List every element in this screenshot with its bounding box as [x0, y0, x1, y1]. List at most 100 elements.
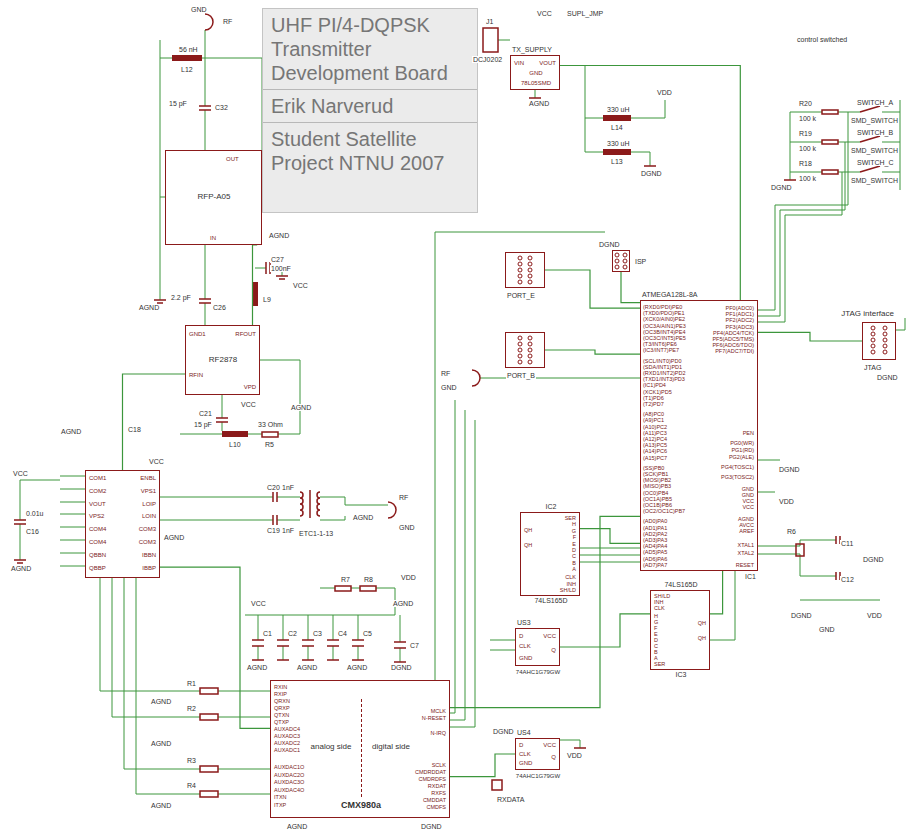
- net-label: R19: [798, 130, 813, 137]
- component-symbol: [822, 170, 838, 174]
- pin-name: A: [654, 656, 658, 662]
- flip-flop-chip: US3DCLKGNDVCCQ74AHC1G79GW: [515, 628, 560, 666]
- net-label: R4: [186, 782, 197, 789]
- header-pin: [615, 259, 619, 263]
- component-symbol: [14, 106, 277, 525]
- net-label: VCC: [292, 282, 309, 289]
- pin-name: MCLK: [431, 709, 446, 715]
- net-label: AGND: [352, 514, 374, 521]
- pin-name: VIN: [514, 60, 524, 66]
- pin-name: E: [654, 632, 658, 638]
- flip-flop-chip: US4DCLKGNDVCCQ74AHC1G79GW: [515, 738, 560, 770]
- net-label: R8: [363, 576, 374, 583]
- header-pin: [883, 326, 887, 330]
- inductor-symbol: [603, 149, 631, 155]
- part-name: CMX980a: [341, 801, 381, 810]
- header-pin: [518, 342, 522, 346]
- net-label: C19: [266, 527, 281, 534]
- pin-name: VOUT: [539, 60, 556, 66]
- header-pin: [883, 344, 887, 348]
- pin-name: PF1(ADC1): [726, 312, 754, 318]
- pin-name: (T1)PD6: [643, 396, 664, 402]
- header-pin: [623, 259, 627, 263]
- part-name: PORT_B: [506, 372, 536, 379]
- pin-name: (A13)PC5: [643, 443, 667, 449]
- pin-name: CLK: [565, 575, 576, 581]
- header-pin: [883, 350, 887, 354]
- pin-name: AUXADC3: [274, 734, 300, 740]
- net-label: 330 uH: [606, 140, 631, 147]
- part-name: IC1: [744, 573, 757, 580]
- net-label: DGND: [778, 466, 801, 473]
- pin-name: XTAL1: [738, 543, 754, 549]
- pin-name: E: [572, 542, 576, 548]
- net-label: 33 Ohm: [257, 421, 284, 428]
- pin-name: QH: [698, 636, 706, 642]
- header-pin: [528, 336, 532, 340]
- net-label: AGND: [60, 428, 82, 435]
- pin-name: (A10)PC2: [643, 425, 667, 431]
- net-label: VDD: [778, 498, 795, 505]
- amplifier-chip: RF2878RFINRFOUTGND1VPD: [185, 325, 260, 395]
- divider-line: [361, 699, 362, 797]
- pin-name: D: [654, 638, 658, 644]
- net-label: AGND: [10, 565, 32, 572]
- component-symbol: [822, 110, 838, 114]
- pin-name: XTAL2: [738, 551, 754, 557]
- part-name: JTAG interface: [840, 310, 895, 318]
- component-symbol: [300, 490, 320, 518]
- pin-name: PF3(ADC3): [726, 325, 754, 331]
- net-label: AGND: [296, 664, 318, 671]
- net-label: C4: [337, 630, 348, 637]
- signal-wire: [253, 245, 258, 325]
- pin-name: AUXADC2: [274, 741, 300, 747]
- pin-name: (OC3C/INT5)PE5: [643, 336, 686, 342]
- component-symbol: [796, 544, 804, 556]
- part-name: US3: [516, 619, 532, 626]
- pin-name: IN: [210, 235, 216, 241]
- pin-header: PORT_B: [505, 332, 545, 368]
- pin-name: B: [654, 650, 658, 656]
- pin-name: SH/LD: [560, 588, 576, 594]
- signal-wire: [545, 350, 640, 354]
- header-pin: [871, 332, 875, 336]
- header-pin: [528, 348, 532, 352]
- net-wire: [20, 476, 85, 566]
- header-pin: [615, 265, 619, 269]
- pin-name: (TXD0/PDO)PE1: [643, 311, 685, 317]
- pin-name: CMDFS: [426, 805, 446, 811]
- header-pin: [518, 354, 522, 358]
- pin-name: (SDA/INT1)PD1: [643, 365, 682, 371]
- net-label: GND: [398, 524, 416, 531]
- net-label: R7: [340, 576, 351, 583]
- part-name: TX_SUPPLY: [511, 46, 553, 53]
- pin-name: CMDRDDAT: [415, 770, 446, 776]
- pin-name: (AD0)PA0: [643, 519, 667, 525]
- pin-name: IBBP: [142, 565, 156, 571]
- header-pin: [871, 344, 875, 348]
- net-label: 15 pF: [193, 421, 213, 428]
- component-symbol: [483, 28, 498, 52]
- title-text: Erik Narverud: [263, 90, 477, 123]
- net-label: C7: [409, 642, 420, 649]
- pin-name: G: [572, 529, 576, 535]
- header-pin: [528, 256, 532, 260]
- pin-name: Q: [551, 754, 556, 760]
- signal-wire: [545, 270, 640, 308]
- net-label: RF: [440, 370, 451, 377]
- signal-wire: [560, 66, 740, 301]
- part-name: analog side: [311, 743, 352, 751]
- pin-name: AUXDAC4O: [274, 788, 304, 794]
- jtag-header: JTAG interfaceJTAG: [862, 322, 896, 360]
- net-label: C26: [212, 304, 227, 311]
- pin-name: SH/LD: [654, 594, 670, 600]
- header-pin: [528, 262, 532, 266]
- part-name: IC2: [545, 503, 558, 510]
- pin-name: QBBP: [89, 565, 106, 571]
- pin-name: GND: [742, 493, 754, 499]
- net-label: SWITCH_C: [856, 159, 895, 166]
- pin-name: (SS)PB0: [643, 466, 664, 472]
- pin-name: N-RESET: [422, 716, 446, 722]
- net-label: C27: [270, 256, 285, 263]
- pin-name: B: [572, 561, 576, 567]
